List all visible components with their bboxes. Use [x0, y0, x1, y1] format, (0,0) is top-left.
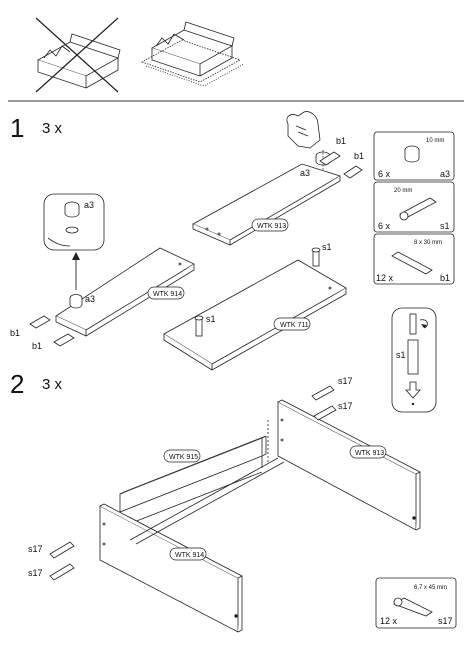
label-s17-right-1: s17 [338, 376, 353, 386]
detail-arrow-head [72, 252, 80, 260]
panel-wtk711 [163, 259, 347, 371]
screws-s17-right [311, 385, 337, 421]
label-s17-left-1: s17 [28, 544, 43, 554]
panel-wtk914-front-label: WTK 914 [175, 552, 204, 559]
dowel-b1-left [29, 315, 75, 347]
panel-wtk915-tag: WTK 915 [163, 449, 201, 463]
panel-wtk914-front [99, 503, 243, 633]
hardware-box-b1-dim: 8 x 30 mm [414, 240, 442, 246]
label-s17-left-2: s17 [28, 568, 43, 578]
correct-surface-illustration [141, 21, 245, 87]
hardware-box-s17: 6,7 x 45 mm 12 x s17 [375, 577, 457, 629]
wrong-surface-illustration [35, 17, 121, 93]
label-a3-top: a3 [300, 168, 310, 178]
hardware-box-s1: 20 mm 6 x s1 [373, 181, 455, 233]
panel-wtk914-front-tag: WTK 914 [169, 547, 207, 561]
hardware-box-s1-code: s1 [440, 221, 450, 231]
hardware-box-a3: 10 mm 6 x a3 [373, 131, 455, 181]
label-b1-left-2: b1 [32, 341, 42, 351]
panel-wtk913-right-label: WTK 913 [355, 450, 384, 457]
label-b1-top-1: b1 [336, 136, 346, 146]
panel-wtk914-top-label: WTK 914 [153, 291, 182, 298]
hardware-box-a3-dim: 10 mm [426, 138, 444, 144]
label-s1-right: s1 [322, 242, 332, 252]
side-inset-s1: s1 [391, 307, 437, 413]
panel-wtk913-right [277, 399, 421, 531]
hardware-box-s1-qty: 6 x [378, 221, 391, 231]
panel-wtk915 [119, 435, 267, 523]
frame-rails [129, 420, 285, 545]
bolt-s1-right [311, 247, 321, 267]
detail-inset-a3: a3 [43, 193, 105, 251]
panel-wtk915-label: WTK 915 [169, 454, 198, 461]
hardware-box-s1-dim: 20 mm [394, 188, 412, 194]
panel-wtk913-top-label: WTK 913 [257, 223, 286, 230]
rotate-arrow-icon [421, 324, 427, 328]
label-b1-left-1: b1 [10, 328, 20, 338]
side-inset-s1-label: s1 [396, 350, 406, 360]
label-a3-left: a3 [85, 294, 95, 304]
screws-s17-left [49, 541, 75, 581]
hardware-box-s17-code: s17 [438, 616, 453, 626]
label-s17-right-2: s17 [338, 401, 353, 411]
panel-wtk914-top-tag: WTK 914 [147, 286, 185, 300]
panel-wtk711-tag: WTK 711 [273, 317, 311, 331]
dowel-b1-top [319, 151, 363, 179]
hand-icon [286, 111, 321, 149]
step-2-number: 2 [10, 369, 24, 399]
hardware-box-s17-dim: 6,7 x 45 mm [414, 585, 447, 591]
step-1-count: 3 x [42, 120, 63, 137]
panel-wtk913-top [192, 163, 341, 246]
panel-wtk914-top [55, 247, 195, 337]
hardware-box-s17-qty: 12 x [380, 616, 398, 626]
step-2-count: 3 x [42, 376, 63, 393]
hardware-box-a3-qty: 6 x [378, 169, 391, 179]
label-b1-top-2: b1 [354, 151, 364, 161]
bolt-s1-left [194, 315, 204, 337]
step-1-number: 1 [10, 113, 24, 143]
panel-wtk711-label: WTK 711 [280, 322, 309, 329]
hardware-box-b1-code: b1 [440, 273, 450, 283]
panel-wtk913-right-tag: WTK 913 [349, 445, 387, 459]
hardware-box-b1: 8 x 30 mm 12 x b1 [373, 233, 455, 285]
hardware-box-a3-code: a3 [440, 169, 450, 179]
detail-inset-a3-label: a3 [84, 200, 94, 210]
hardware-box-b1-qty: 12 x [376, 273, 394, 283]
cam-a3-left [69, 294, 83, 309]
panel-wtk913-top-tag: WTK 913 [251, 218, 289, 232]
label-s1-left: s1 [206, 314, 216, 324]
